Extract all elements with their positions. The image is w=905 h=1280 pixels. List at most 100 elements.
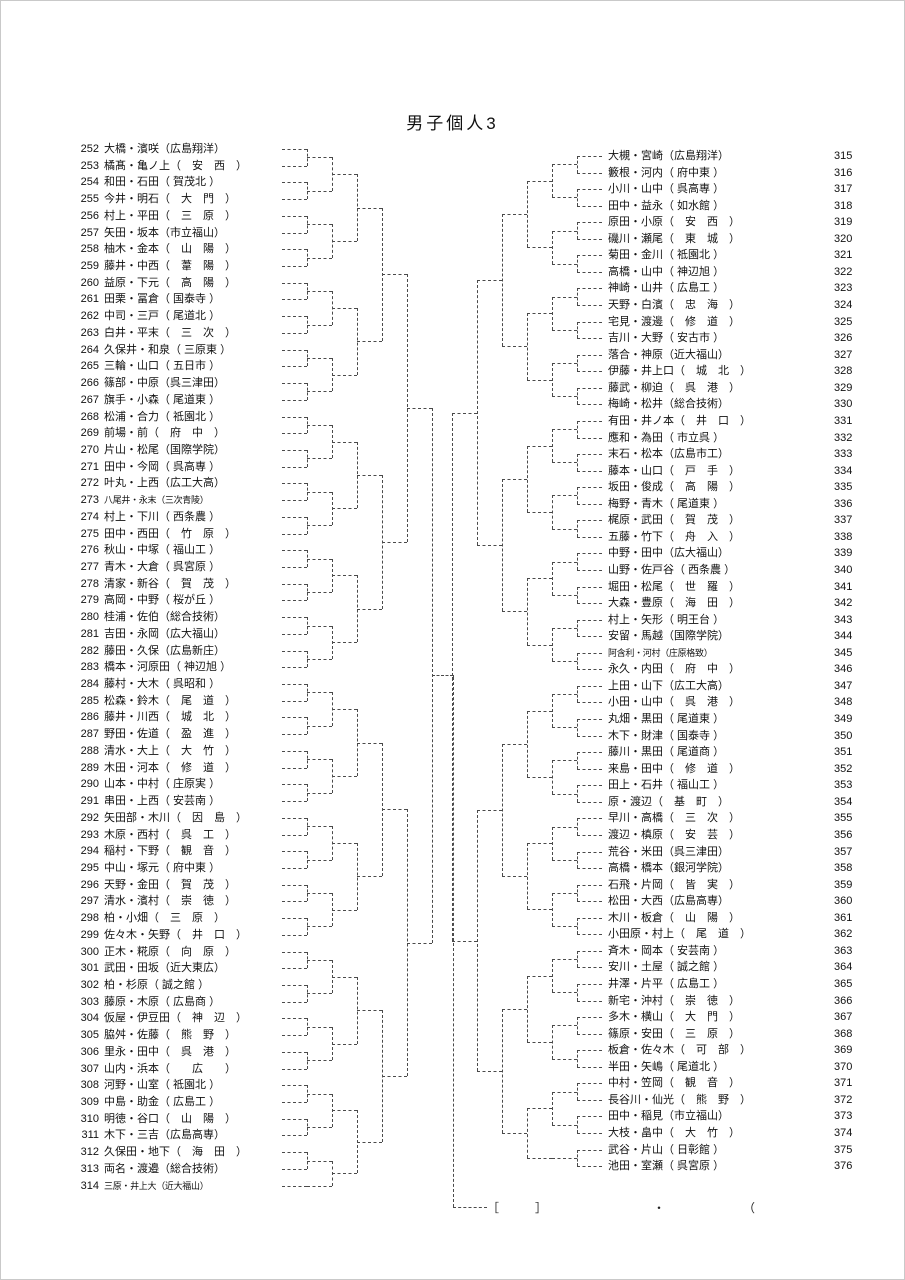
team-label: 松田・大西（広島高専） (608, 895, 729, 908)
seed-number: 340 (834, 564, 853, 576)
team-label: 伊藤・井上口（ 城 北 ） (608, 365, 751, 378)
team-label: 柚木・金本（ 山 陽 ） (104, 243, 236, 256)
team-label: 藤武・柳迫（ 呉 港 ） (608, 381, 740, 394)
entry-row: 半田・矢嶋（ 尾道北 ）370 (608, 1060, 852, 1074)
seed-number: 347 (834, 679, 853, 692)
team-label: 木田・河本（ 修 道 ） (104, 761, 236, 774)
team-label: 八尾井・永末（三次青陵） (104, 495, 209, 506)
seed-number: 321 (834, 249, 853, 262)
bracket-line (552, 363, 577, 364)
team-label: 青木・大倉（ 呉宮原 ） (104, 561, 221, 573)
bracket-line (282, 165, 307, 167)
bracket-line (527, 445, 528, 513)
seed-number: 362 (834, 928, 853, 941)
seed-number: 335 (834, 481, 853, 494)
seed-number: 254 (80, 176, 99, 189)
bracket-line (502, 1008, 527, 1010)
bracket-line (357, 976, 358, 1044)
bracket-line (502, 213, 527, 215)
bracket-line (527, 1157, 552, 1159)
bracket-line (477, 810, 478, 1071)
bracket-line (307, 959, 332, 961)
bracket-line (552, 793, 577, 795)
bracket-line (382, 541, 407, 543)
bracket-line (282, 349, 307, 351)
bracket-line (357, 742, 382, 744)
bracket-line (577, 619, 578, 637)
entry-row: 坂田・俊成（ 高 陽 ）335 (608, 480, 852, 494)
team-label: 多木・横山（ 大 門 ） (608, 1011, 740, 1024)
team-label: 高岡・中野（ 桜が丘 ） (104, 594, 221, 607)
team-label: 永久・内田（ 府 中 ） (608, 663, 740, 676)
entry-row: 吉川・大野（ 安古市 ）326 (608, 331, 852, 345)
seed-number: 264 (80, 343, 99, 356)
bracket-line (552, 495, 553, 529)
team-label: 篠原・安田（ 三 原 ） (608, 1027, 740, 1040)
bracket-line (282, 332, 307, 334)
bracket-line (577, 984, 602, 985)
entry-row: 小田原・村上（ 尾 道 ）362 (608, 927, 852, 941)
bracket-line (453, 675, 454, 677)
seed-number: 307 (80, 1062, 99, 1075)
bracket-line (577, 752, 578, 769)
entry-row: 有田・井ノ本（ 井 口 ）331 (608, 414, 852, 428)
team-label: 矢田部・木川（ 因 島 ） (104, 811, 247, 824)
winner-blank-bracket: ［ ］ (487, 1201, 548, 1215)
bracket-line (577, 255, 602, 257)
seed-number: 281 (80, 627, 99, 640)
team-label: 梅野・青木（ 尾道東 ） (608, 497, 725, 510)
seed-number: 295 (80, 861, 99, 874)
seed-number: 262 (80, 310, 99, 323)
team-label: 矢田・坂本（市立福山） (104, 226, 225, 239)
team-label: 天野・白濱（ 忠 海 ） (608, 299, 740, 312)
team-label: 仮屋・伊豆田（ 神 辺 ） (104, 1012, 247, 1025)
bracket-line (577, 288, 578, 306)
bracket-line (282, 884, 307, 886)
seed-number: 279 (80, 594, 99, 607)
bracket-line (552, 396, 577, 398)
bracket-line (282, 466, 307, 468)
team-label: 武田・田坂（近大東広） (104, 962, 225, 975)
bracket-line (282, 249, 307, 251)
bracket-line (407, 274, 408, 542)
bracket-line (332, 558, 333, 593)
bracket-line (282, 600, 307, 602)
bracket-line (577, 1033, 602, 1035)
seed-number: 271 (80, 460, 99, 473)
seed-number: 276 (80, 544, 99, 557)
bracket-line (527, 777, 552, 778)
bracket-line (552, 826, 577, 828)
bracket-line (577, 652, 602, 654)
bracket-line (453, 1207, 487, 1208)
bracket-line (577, 901, 602, 903)
entry-row: 宅見・渡邊（ 修 道 ）325 (608, 315, 852, 329)
bracket-line (307, 592, 332, 594)
bracket-line (282, 951, 307, 953)
team-label: 久保田・地下（ 海 田 ） (104, 1146, 247, 1159)
entry-row: 堀田・松尾（ 世 羅 ）341 (608, 580, 852, 594)
entry-row: 菊田・金川（ 祗園北 ）321 (608, 248, 852, 262)
bracket-line (307, 257, 332, 259)
team-label: 山本・中村（ 庄原実 ） (104, 778, 221, 791)
bracket-line (552, 594, 577, 596)
team-label: 松浦・合力（ 祗園北 ） (104, 410, 221, 423)
bracket-line (577, 553, 578, 570)
bracket-line (282, 550, 307, 552)
bracket-line (552, 164, 577, 166)
bracket-line (382, 274, 407, 276)
team-label: 籔根・河内（ 府中東 ） (608, 166, 725, 179)
bracket-line (527, 843, 528, 910)
seed-number: 316 (834, 166, 853, 179)
team-label: 里永・田中（ 呉 港 ） (104, 1045, 236, 1058)
team-label: 清水・大上（ 大 竹 ） (104, 744, 236, 757)
